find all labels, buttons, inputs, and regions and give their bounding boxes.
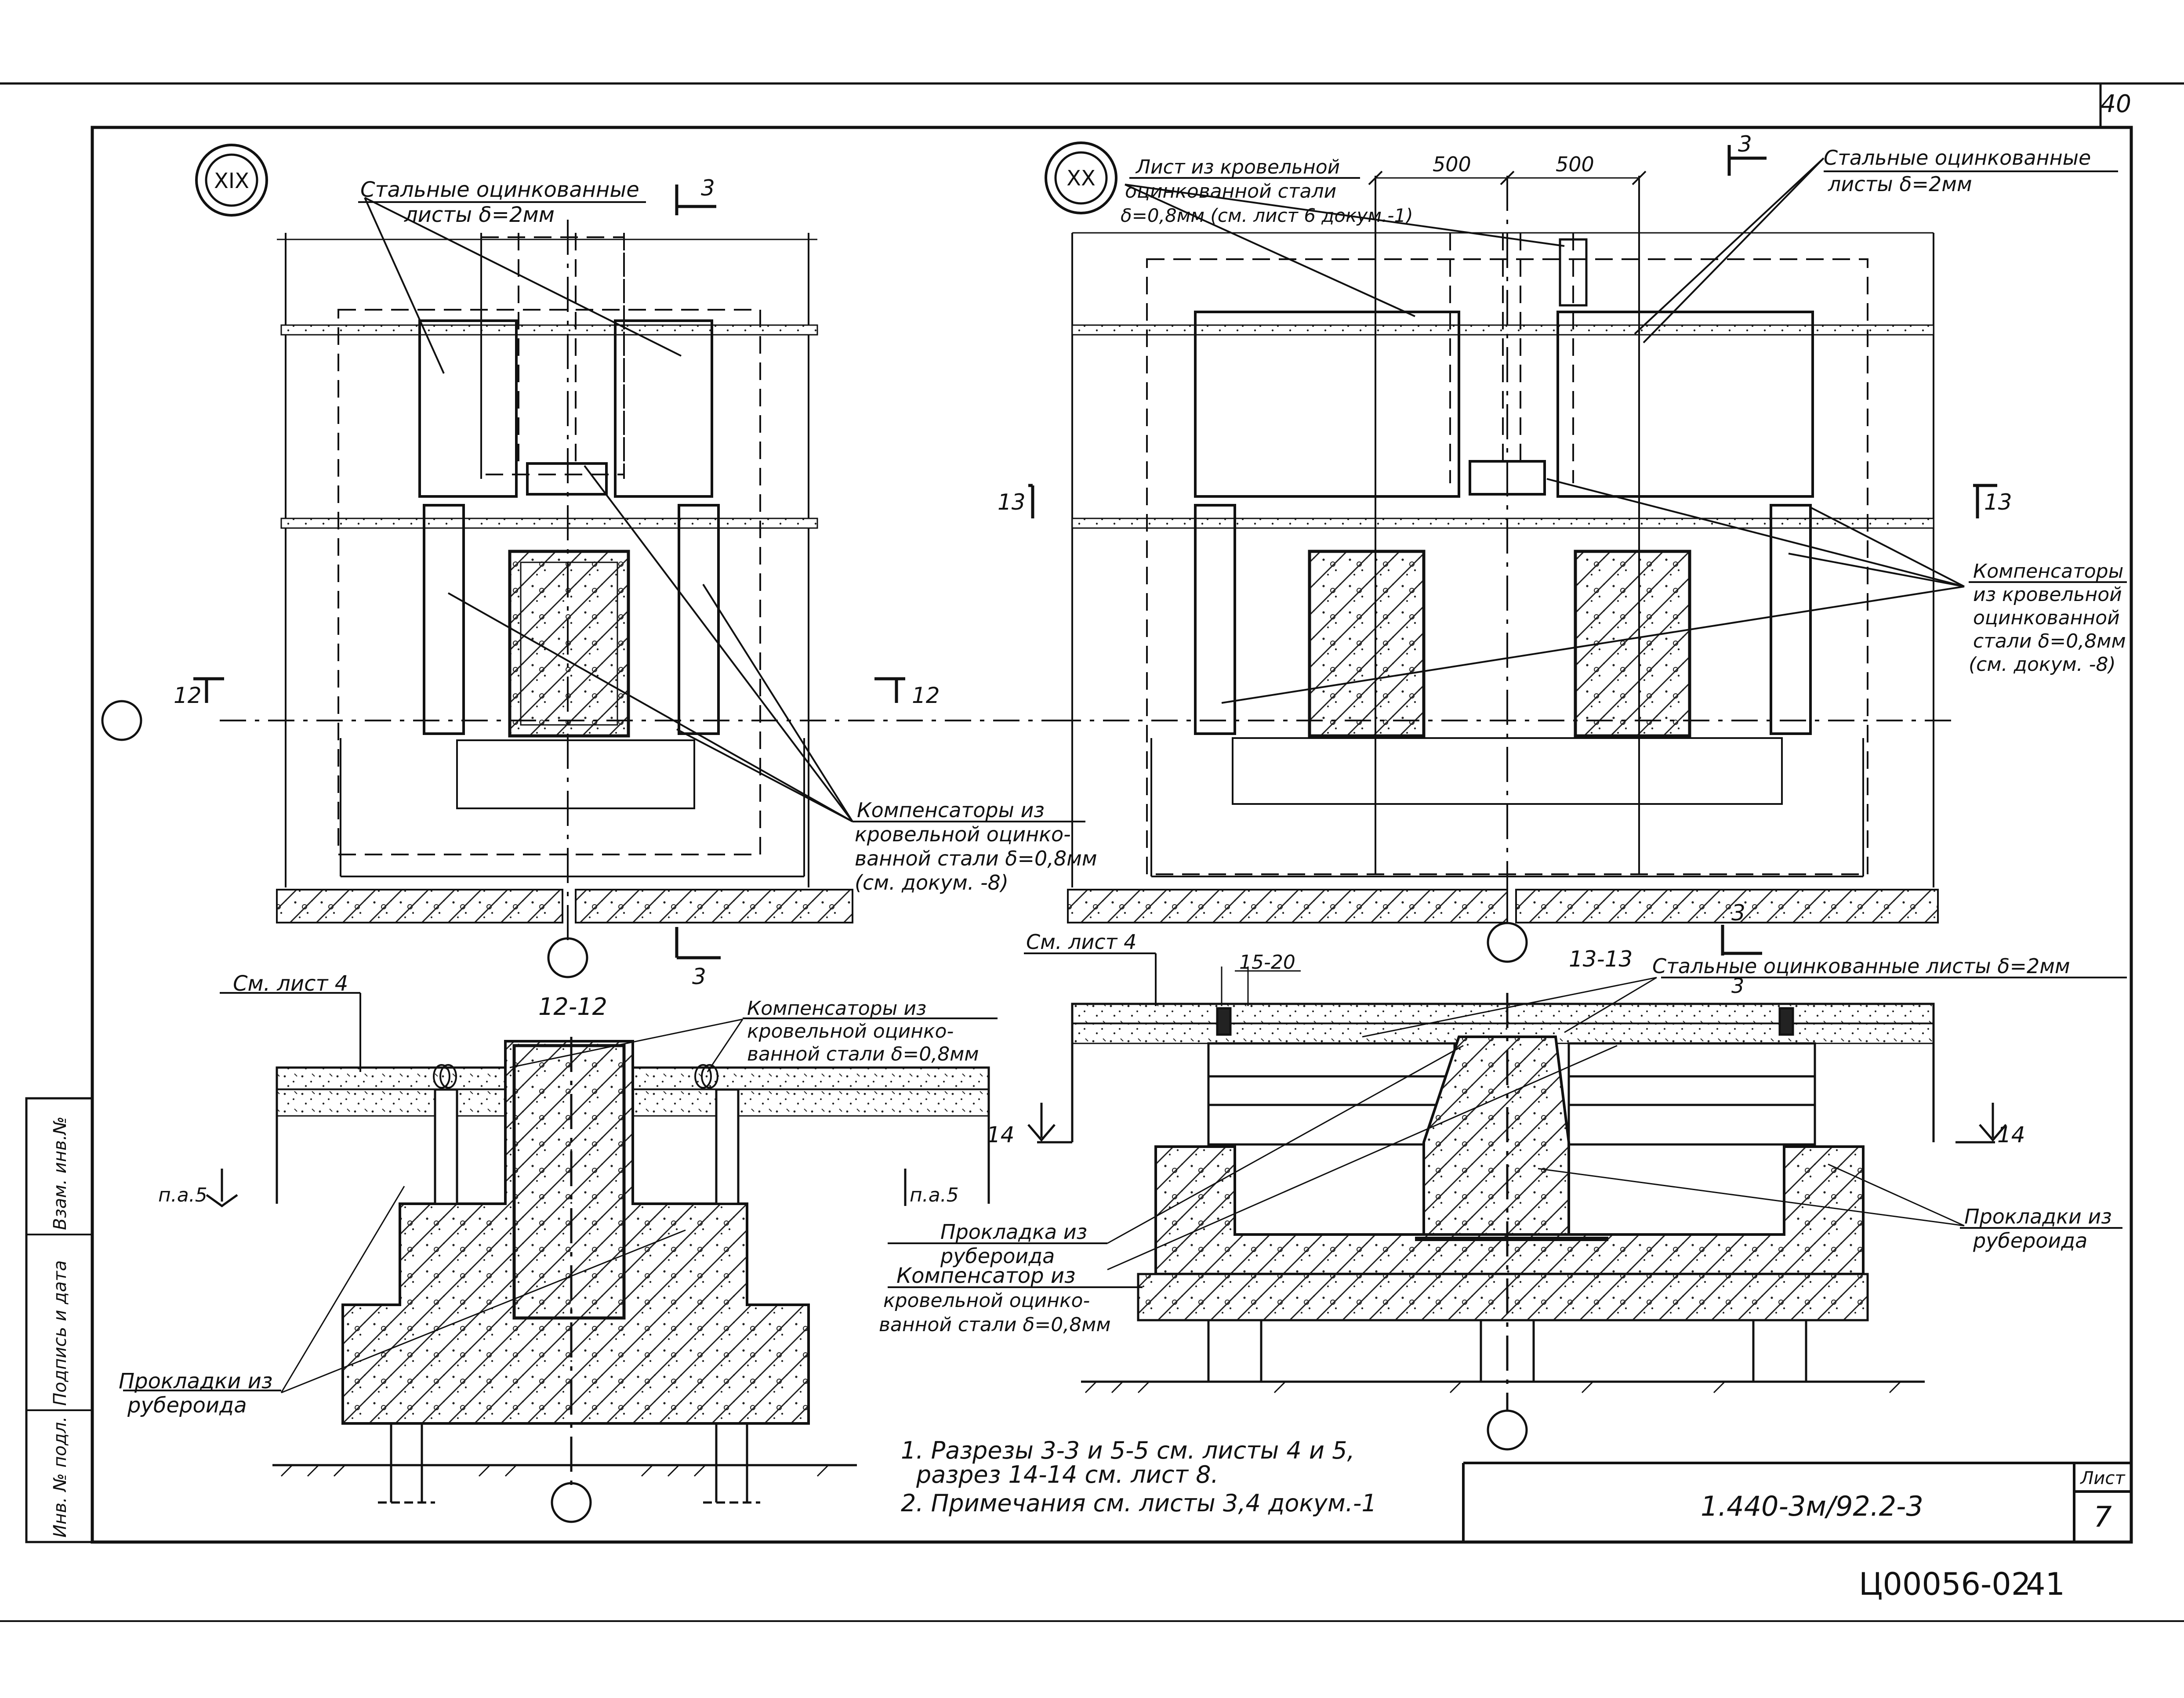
section-13-13 bbox=[888, 952, 2127, 1451]
section-13-title: 13-13 bbox=[1569, 946, 1633, 972]
section-13-cut-14-right: 14 bbox=[1997, 1122, 2025, 1148]
detail-xx-sheets-label-2: листы δ=2мм bbox=[1828, 172, 1972, 196]
detail-xx-comp-label-2: из кровельной bbox=[1973, 583, 2122, 606]
detail-xx-comp-label-4: стали δ=0,8мм bbox=[1973, 630, 2126, 652]
side-stamp-inv: Инв. № подл. bbox=[50, 1416, 70, 1538]
detail-xx-cut-3-bottom: 3 bbox=[1731, 900, 1745, 926]
detail-xix-comp-label-1: Компенсаторы из bbox=[857, 798, 1045, 822]
note-line-3: 2. Примечания см. листы 3,4 докум.-1 bbox=[901, 1489, 1377, 1517]
detail-xix-cut-12-right: 12 bbox=[912, 683, 940, 708]
sheet-label: Лист bbox=[2079, 1468, 2126, 1488]
section-12-comp-label-1: Компенсаторы из bbox=[747, 997, 926, 1020]
section-12-ref-sheet: См. лист 4 bbox=[233, 971, 348, 996]
detail-xix-comp-label-4: (см. докум. -8) bbox=[855, 871, 1009, 894]
detail-xix-cut-3-bottom: 3 bbox=[692, 964, 706, 989]
section-12-mark-left: п.а.5 bbox=[158, 1184, 207, 1206]
section-13-sheets-label: Стальные оцинкованные листы δ=2мм bbox=[1652, 954, 2070, 978]
detail-xx-cut-13-left: 13 bbox=[998, 489, 1026, 515]
detail-xx-roof-label-3: δ=0,8мм (см. лист 6 докум.-1) bbox=[1121, 205, 1413, 226]
detail-xx-comp-label-5: (см. докум. -8) bbox=[1969, 653, 2116, 676]
detail-xx-dim-right: 500 bbox=[1556, 152, 1594, 176]
detail-xix-sheets-label-1: Стальные оцинкованные bbox=[360, 177, 639, 202]
detail-xx-cut-3-top: 3 bbox=[1738, 131, 1752, 157]
side-stamp-replace: Взам. инв.№ bbox=[50, 1116, 70, 1230]
section-13-pad-label-2: рубероида bbox=[940, 1244, 1055, 1268]
detail-xix-sheets-label-2: листы δ=2мм bbox=[404, 203, 555, 227]
note-line-1: 1. Разрезы 3-3 и 5-5 см. листы 4 и 5, bbox=[901, 1437, 1355, 1464]
detail-xix-cut-12-left: 12 bbox=[174, 683, 202, 708]
note-line-2: разрез 14-14 см. лист 8. bbox=[916, 1461, 1219, 1488]
detail-xix-plan bbox=[101, 144, 1085, 978]
section-13-comp-label-2: кровельной оцинко- bbox=[883, 1289, 1090, 1312]
section-13-cut-3: 3 bbox=[1731, 974, 1744, 998]
side-stamp-sign: Подпись и дата bbox=[50, 1260, 70, 1406]
archive-page: 41 bbox=[2026, 1566, 2065, 1602]
section-13-gap: 15-20 bbox=[1239, 951, 1295, 974]
detail-xix-comp-label-3: ванной стали δ=0,8мм bbox=[855, 847, 1097, 870]
detail-xix-cut-3-top: 3 bbox=[701, 175, 715, 201]
sheet-number: 7 bbox=[2093, 1501, 2111, 1534]
section-13-pads-right-label-2: рубероида bbox=[1973, 1229, 2087, 1253]
section-13-ref-sheet: См. лист 4 bbox=[1026, 930, 1136, 954]
detail-xix-comp-label-2: кровельной оцинко- bbox=[855, 822, 1071, 846]
section-12-pads-label-1: Прокладки из bbox=[119, 1369, 272, 1394]
section-12-title: 12-12 bbox=[538, 993, 607, 1021]
detail-xix-marker: XIX bbox=[214, 169, 249, 193]
section-13-comp-label-3: ванной стали δ=0,8мм bbox=[879, 1314, 1111, 1336]
detail-xx-comp-label-3: оцинкованной bbox=[1973, 607, 2120, 629]
section-13-pad-label-1: Прокладка из bbox=[940, 1220, 1087, 1244]
section-12-mark-right: п.а.5 bbox=[910, 1184, 959, 1206]
section-13-pads-right-label-1: Прокладки из bbox=[1964, 1205, 2112, 1228]
detail-xx-marker: XX bbox=[1067, 166, 1096, 191]
detail-xx-plan bbox=[1028, 141, 2127, 963]
section-12-pads-label-2: рубероида bbox=[127, 1393, 247, 1418]
section-13-comp-label-1: Компенсатор из bbox=[896, 1264, 1076, 1288]
detail-xx-cut-13-right: 13 bbox=[1984, 489, 2012, 515]
section-12-comp-label-3: ванной стали δ=0,8мм bbox=[747, 1043, 979, 1065]
section-13-cut-14-left: 14 bbox=[987, 1122, 1015, 1148]
stamp-code: 1.440-3м/92.2-3 bbox=[1701, 1490, 1923, 1522]
detail-xx-comp-label-1: Компенсаторы bbox=[1973, 560, 2123, 583]
detail-xx-roof-label-1: Лист из кровельной bbox=[1135, 156, 1340, 178]
section-12-comp-label-2: кровельной оцинко- bbox=[747, 1020, 954, 1043]
detail-xx-sheets-label-1: Стальные оцинкованные bbox=[1824, 146, 2091, 170]
detail-xx-dim-left: 500 bbox=[1433, 152, 1471, 176]
archive-number: Ц00056-02 bbox=[1859, 1566, 2031, 1602]
detail-xx-roof-label-2: оцинкованной стали bbox=[1125, 180, 1336, 203]
corner-page-number: 40 bbox=[2101, 90, 2131, 118]
section-12-12 bbox=[123, 992, 998, 1523]
